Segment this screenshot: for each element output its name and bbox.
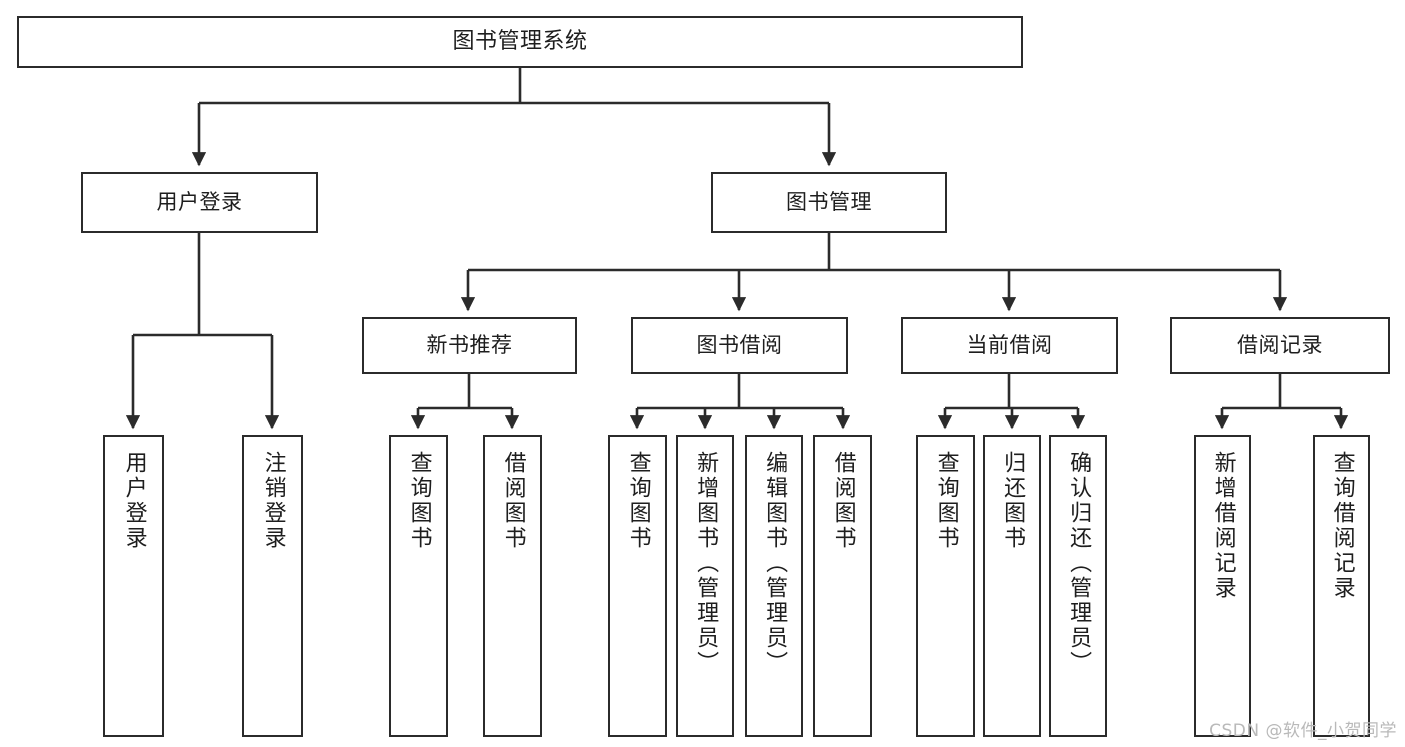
node-book-borrow[interactable]: 图书借阅 (631, 317, 848, 374)
node-label-leaf-confirm: 确认归还（管理员） (1066, 451, 1092, 676)
node-label-leaf-query-1: 查询图书 (406, 451, 432, 551)
node-leaf-logout[interactable]: 注销登录 (242, 435, 303, 737)
node-label-leaf-query-rec: 查询借阅记录 (1329, 451, 1355, 601)
node-root[interactable]: 图书管理系统 (17, 16, 1023, 68)
node-new-book-rec[interactable]: 新书推荐 (362, 317, 577, 374)
node-leaf-query-3[interactable]: 查询图书 (916, 435, 975, 737)
node-label-root: 图书管理系统 (452, 29, 588, 55)
node-label-leaf-query-3: 查询图书 (933, 451, 959, 551)
node-label-book-manage: 图书管理 (786, 190, 872, 215)
node-current-borrow[interactable]: 当前借阅 (901, 317, 1118, 374)
node-leaf-add-rec[interactable]: 新增借阅记录 (1194, 435, 1251, 737)
node-leaf-return[interactable]: 归还图书 (983, 435, 1041, 737)
node-borrow-record[interactable]: 借阅记录 (1170, 317, 1390, 374)
node-label-leaf-return: 归还图书 (1000, 451, 1026, 551)
node-label-leaf-edit-book: 编辑图书（管理员） (762, 451, 788, 676)
node-leaf-edit-book[interactable]: 编辑图书（管理员） (745, 435, 803, 737)
node-label-book-borrow: 图书借阅 (696, 333, 783, 358)
node-label-leaf-query-2: 查询图书 (625, 451, 651, 551)
node-leaf-user-login[interactable]: 用户登录 (103, 435, 164, 737)
node-user-login[interactable]: 用户登录 (81, 172, 318, 233)
node-label-leaf-user-login: 用户登录 (121, 451, 147, 551)
node-leaf-query-rec[interactable]: 查询借阅记录 (1313, 435, 1370, 737)
node-book-manage[interactable]: 图书管理 (711, 172, 947, 233)
watermark: CSDN @软件_小贺同学 (1209, 721, 1397, 741)
node-leaf-add-book[interactable]: 新增图书（管理员） (676, 435, 734, 737)
node-label-new-book-rec: 新书推荐 (426, 333, 513, 358)
node-leaf-confirm[interactable]: 确认归还（管理员） (1049, 435, 1107, 737)
node-leaf-borrow-2[interactable]: 借阅图书 (813, 435, 872, 737)
node-label-current-borrow: 当前借阅 (966, 333, 1053, 358)
node-label-leaf-borrow-1: 借阅图书 (500, 451, 526, 551)
node-label-leaf-borrow-2: 借阅图书 (830, 451, 856, 551)
node-label-leaf-logout: 注销登录 (260, 451, 286, 551)
node-leaf-borrow-1[interactable]: 借阅图书 (483, 435, 542, 737)
node-label-borrow-record: 借阅记录 (1237, 333, 1323, 358)
node-label-leaf-add-book: 新增图书（管理员） (693, 451, 719, 676)
node-leaf-query-2[interactable]: 查询图书 (608, 435, 667, 737)
node-label-leaf-add-rec: 新增借阅记录 (1210, 451, 1236, 601)
node-leaf-query-1[interactable]: 查询图书 (389, 435, 448, 737)
node-label-user-login: 用户登录 (156, 190, 243, 215)
